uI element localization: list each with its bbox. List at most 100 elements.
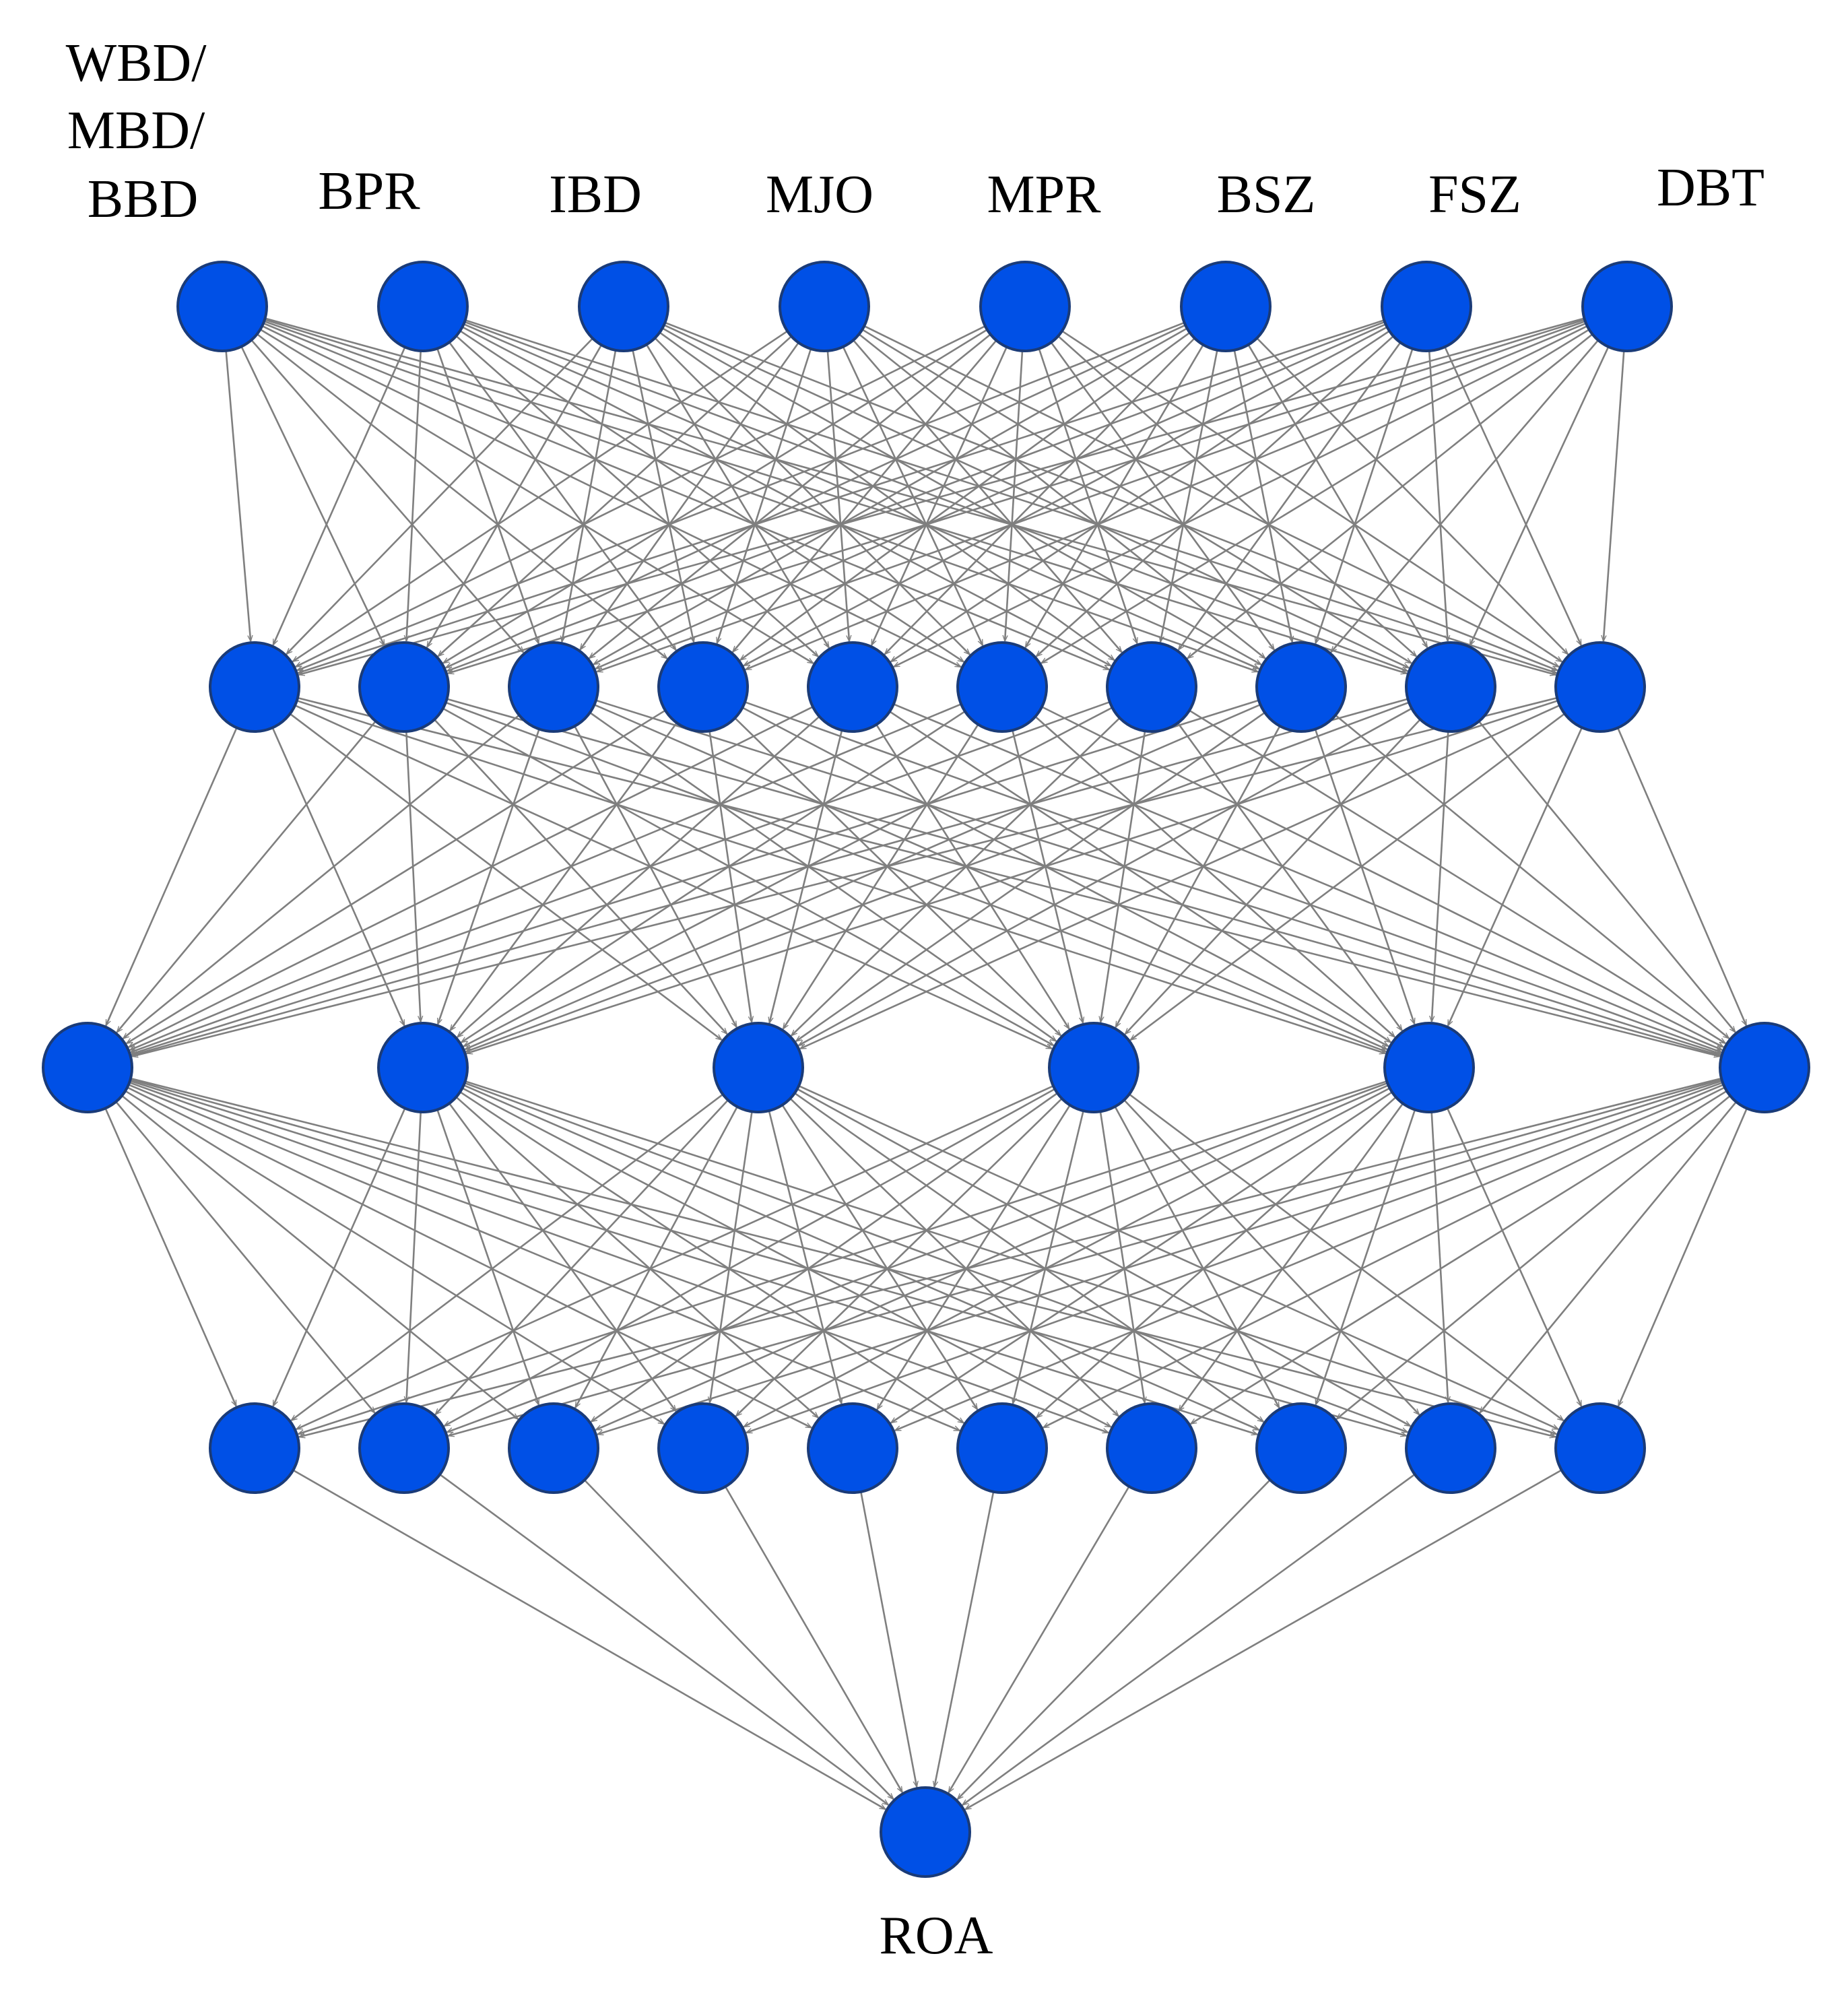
connection-l1-3-to-3 [562, 350, 617, 642]
connection-l1-2-to-1 [272, 346, 406, 645]
connection-l3-1-to-6 [128, 1084, 960, 1432]
connection-l2-4-to-3 [708, 731, 752, 1022]
connection-l1-6-to-1 [297, 321, 1185, 672]
connection-l2-5-to-2 [457, 715, 820, 1037]
connection-l1-6-to-10 [1256, 337, 1568, 655]
input-label-fsz: FSZ [1428, 165, 1521, 224]
connection-l3-3-to-10 [798, 1085, 1558, 1431]
connection-l1-2-to-3 [436, 348, 540, 643]
connection-l1-3-to-8 [661, 327, 1261, 665]
connection-l2-4-to-4 [734, 717, 1061, 1036]
input-node-8 [1581, 261, 1673, 352]
connection-l2-1-to-2 [271, 727, 405, 1025]
connection-l1-8-to-7 [1187, 333, 1593, 658]
hidden1-node-2 [358, 641, 450, 733]
connection-l1-8-to-4 [746, 322, 1587, 671]
connection-l2-7-to-1 [131, 700, 1111, 1053]
connection-l2-9-to-5 [1432, 731, 1449, 1022]
neurons [42, 261, 1810, 1878]
connection-l2-8-to-5 [1314, 729, 1416, 1024]
connection-l1-1-to-3 [251, 339, 523, 653]
connection-l3-6-to-4 [746, 1082, 1723, 1434]
connection-l2-2-to-6 [447, 698, 1721, 1055]
input-label-mpr: MPR [987, 165, 1102, 224]
connection-l3-5-to-3 [595, 1084, 1389, 1431]
connection-l1-5-to-6 [1005, 350, 1024, 641]
connection-l1-2-to-9 [464, 321, 1408, 672]
connection-l2-2-to-5 [445, 701, 1386, 1053]
connection-l2-6-to-6 [1041, 706, 1723, 1048]
connection-l1-4-to-1 [293, 330, 788, 663]
connection-l2-9-to-4 [1125, 719, 1421, 1034]
connection-l1-3-to-10 [665, 321, 1558, 672]
hidden3-node-6 [956, 1402, 1048, 1494]
connection-l2-5-to-1 [129, 706, 814, 1048]
connection-l3-1-to-1 [104, 1107, 237, 1406]
connection-l1-1-to-10 [265, 317, 1556, 675]
hidden3-node-9 [1405, 1402, 1496, 1494]
connection-l1-2-to-10 [465, 319, 1557, 673]
connection-l4-7-to-1 [948, 1486, 1130, 1793]
connection-l3-6-to-3 [597, 1080, 1723, 1435]
connection-l1-2-to-6 [459, 330, 964, 663]
connection-l2-3-to-4 [589, 711, 1056, 1042]
connection-l1-2-to-4 [449, 341, 676, 650]
connection-l1-6-to-9 [1247, 344, 1428, 648]
input-node-4 [779, 261, 870, 352]
connection-l1-1-to-4 [256, 333, 667, 659]
input-node-3 [578, 261, 669, 352]
connection-l3-2-to-1 [272, 1107, 406, 1406]
input-node-7 [1381, 261, 1472, 352]
connection-l3-3-to-7 [789, 1097, 1119, 1416]
connection-l2-8-to-4 [1115, 725, 1281, 1027]
connection-l3-5-to-7 [1179, 1103, 1404, 1411]
input-labels: WBD/ MBD/ BBD BPR IBD MJO MPR BSZ FSZ DB… [66, 34, 1764, 229]
connection-l1-3-to-9 [663, 324, 1409, 669]
connection-l1-8-to-3 [597, 320, 1586, 673]
connection-l1-1-to-2 [240, 346, 385, 646]
connection-l3-2-to-7 [461, 1087, 1111, 1428]
connection-l1-4-to-10 [863, 325, 1559, 668]
connection-l3-6-to-7 [1191, 1090, 1727, 1425]
connection-l3-6-to-8 [1337, 1095, 1731, 1419]
connection-l4-1-to-1 [292, 1469, 886, 1811]
hidden1-node-9 [1405, 641, 1496, 733]
connection-l2-10-to-3 [800, 705, 1560, 1050]
connection-l3-2-to-4 [449, 1103, 676, 1411]
connection-l2-9-to-1 [132, 698, 1408, 1055]
hidden3-node-10 [1554, 1402, 1646, 1494]
connection-l3-1-to-2 [115, 1101, 374, 1413]
hidden1-node-6 [956, 641, 1048, 733]
connection-l1-4-to-8 [858, 333, 1265, 658]
connection-l1-6-to-2 [446, 324, 1186, 669]
connection-l2-6-to-1 [130, 703, 962, 1051]
connection-l1-7-to-1 [298, 319, 1385, 673]
connection-l3-4-to-8 [1114, 1106, 1280, 1408]
connection-l1-3-to-2 [426, 344, 603, 647]
connection-l2-10-to-4 [1130, 713, 1565, 1041]
hidden3-node-4 [657, 1402, 749, 1494]
connection-l4-9-to-1 [962, 1473, 1416, 1805]
connection-l1-3-to-5 [645, 344, 830, 648]
connection-l1-4-to-9 [861, 329, 1411, 664]
connection-l2-8-to-1 [131, 699, 1259, 1054]
connection-l2-8-to-6 [1335, 714, 1729, 1039]
connection-l2-9-to-6 [1478, 721, 1736, 1033]
connection-l3-4-to-7 [1099, 1111, 1145, 1403]
connection-l2-10-to-2 [467, 700, 1558, 1053]
connection-l2-5-to-4 [876, 724, 1070, 1029]
hidden1-node-4 [657, 641, 749, 733]
hidden2-node-1 [42, 1022, 133, 1113]
hidden1-node-8 [1255, 641, 1347, 733]
connection-l3-1-to-5 [127, 1086, 812, 1429]
connection-l1-3-to-6 [654, 337, 970, 655]
connection-l1-6-to-8 [1233, 350, 1292, 643]
hidden1-node-10 [1554, 641, 1646, 733]
connection-l3-2-to-9 [464, 1082, 1408, 1433]
connection-l2-6-to-3 [782, 723, 979, 1029]
connection-l1-5-to-2 [443, 329, 988, 664]
connection-l2-7-to-6 [1189, 709, 1725, 1045]
connection-l1-1-to-6 [261, 325, 961, 668]
connection-l3-6-to-5 [895, 1084, 1724, 1431]
connection-l1-1-to-8 [263, 320, 1258, 673]
